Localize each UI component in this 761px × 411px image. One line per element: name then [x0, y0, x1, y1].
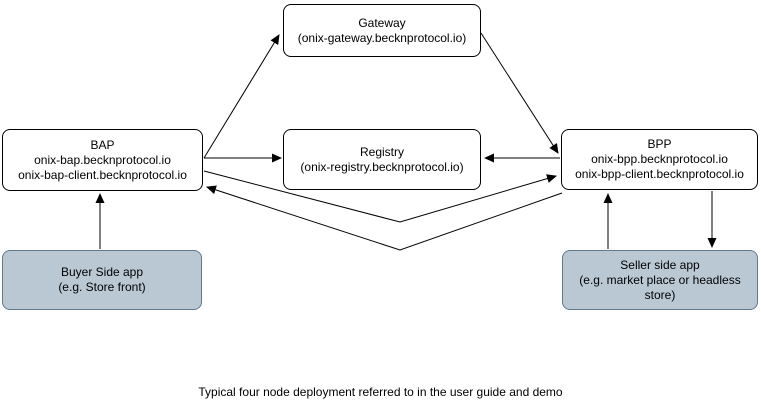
gateway-title: Gateway — [358, 15, 406, 30]
registry-domain: (onix-registry.becknprotocol.io) — [300, 159, 464, 174]
seller-app-subtitle: (e.g. market place or headless store) — [579, 272, 741, 302]
bap-domain: onix-bap.becknprotocol.io — [34, 152, 171, 167]
diagram-caption: Typical four node deployment referred to… — [198, 385, 563, 399]
bpp-title: BPP — [647, 137, 672, 151]
registry-node: Registry (onix-registry.becknprotocol.io… — [283, 129, 481, 190]
seller-app-node: Seller side app (e.g. market place or he… — [562, 250, 758, 310]
bap-node: BAP onix-bap.becknprotocol.io onix-bap-c… — [2, 129, 203, 191]
buyer-app-subtitle: (e.g. Store front) — [58, 280, 146, 294]
buyer-app-title: Buyer Side app — [60, 265, 144, 279]
edge-bap-to-gateway — [203, 34, 280, 159]
seller-app-title: Seller side app — [620, 257, 700, 272]
edge-gateway-to-bpp — [480, 32, 559, 154]
bpp-client-domain: onix-bpp-client.becknprotocol.io — [575, 167, 744, 181]
bap-title: BAP — [90, 137, 115, 152]
gateway-node: Gateway (onix-gateway.becknprotocol.io) — [283, 4, 481, 57]
edge-bap-to-bpp — [203, 170, 557, 223]
bpp-node: BPP onix-bpp.becknprotocol.io onix-bpp-c… — [561, 129, 758, 190]
buyer-app-node: Buyer Side app (e.g. Store front) — [2, 250, 202, 310]
bap-client-domain: onix-bap-client.becknprotocol.io — [18, 167, 187, 182]
gateway-domain: (onix-gateway.becknprotocol.io) — [297, 30, 467, 45]
edge-bpp-to-bap — [206, 185, 563, 251]
registry-title: Registry — [359, 144, 404, 159]
bpp-domain: onix-bpp.becknprotocol.io — [591, 152, 728, 166]
